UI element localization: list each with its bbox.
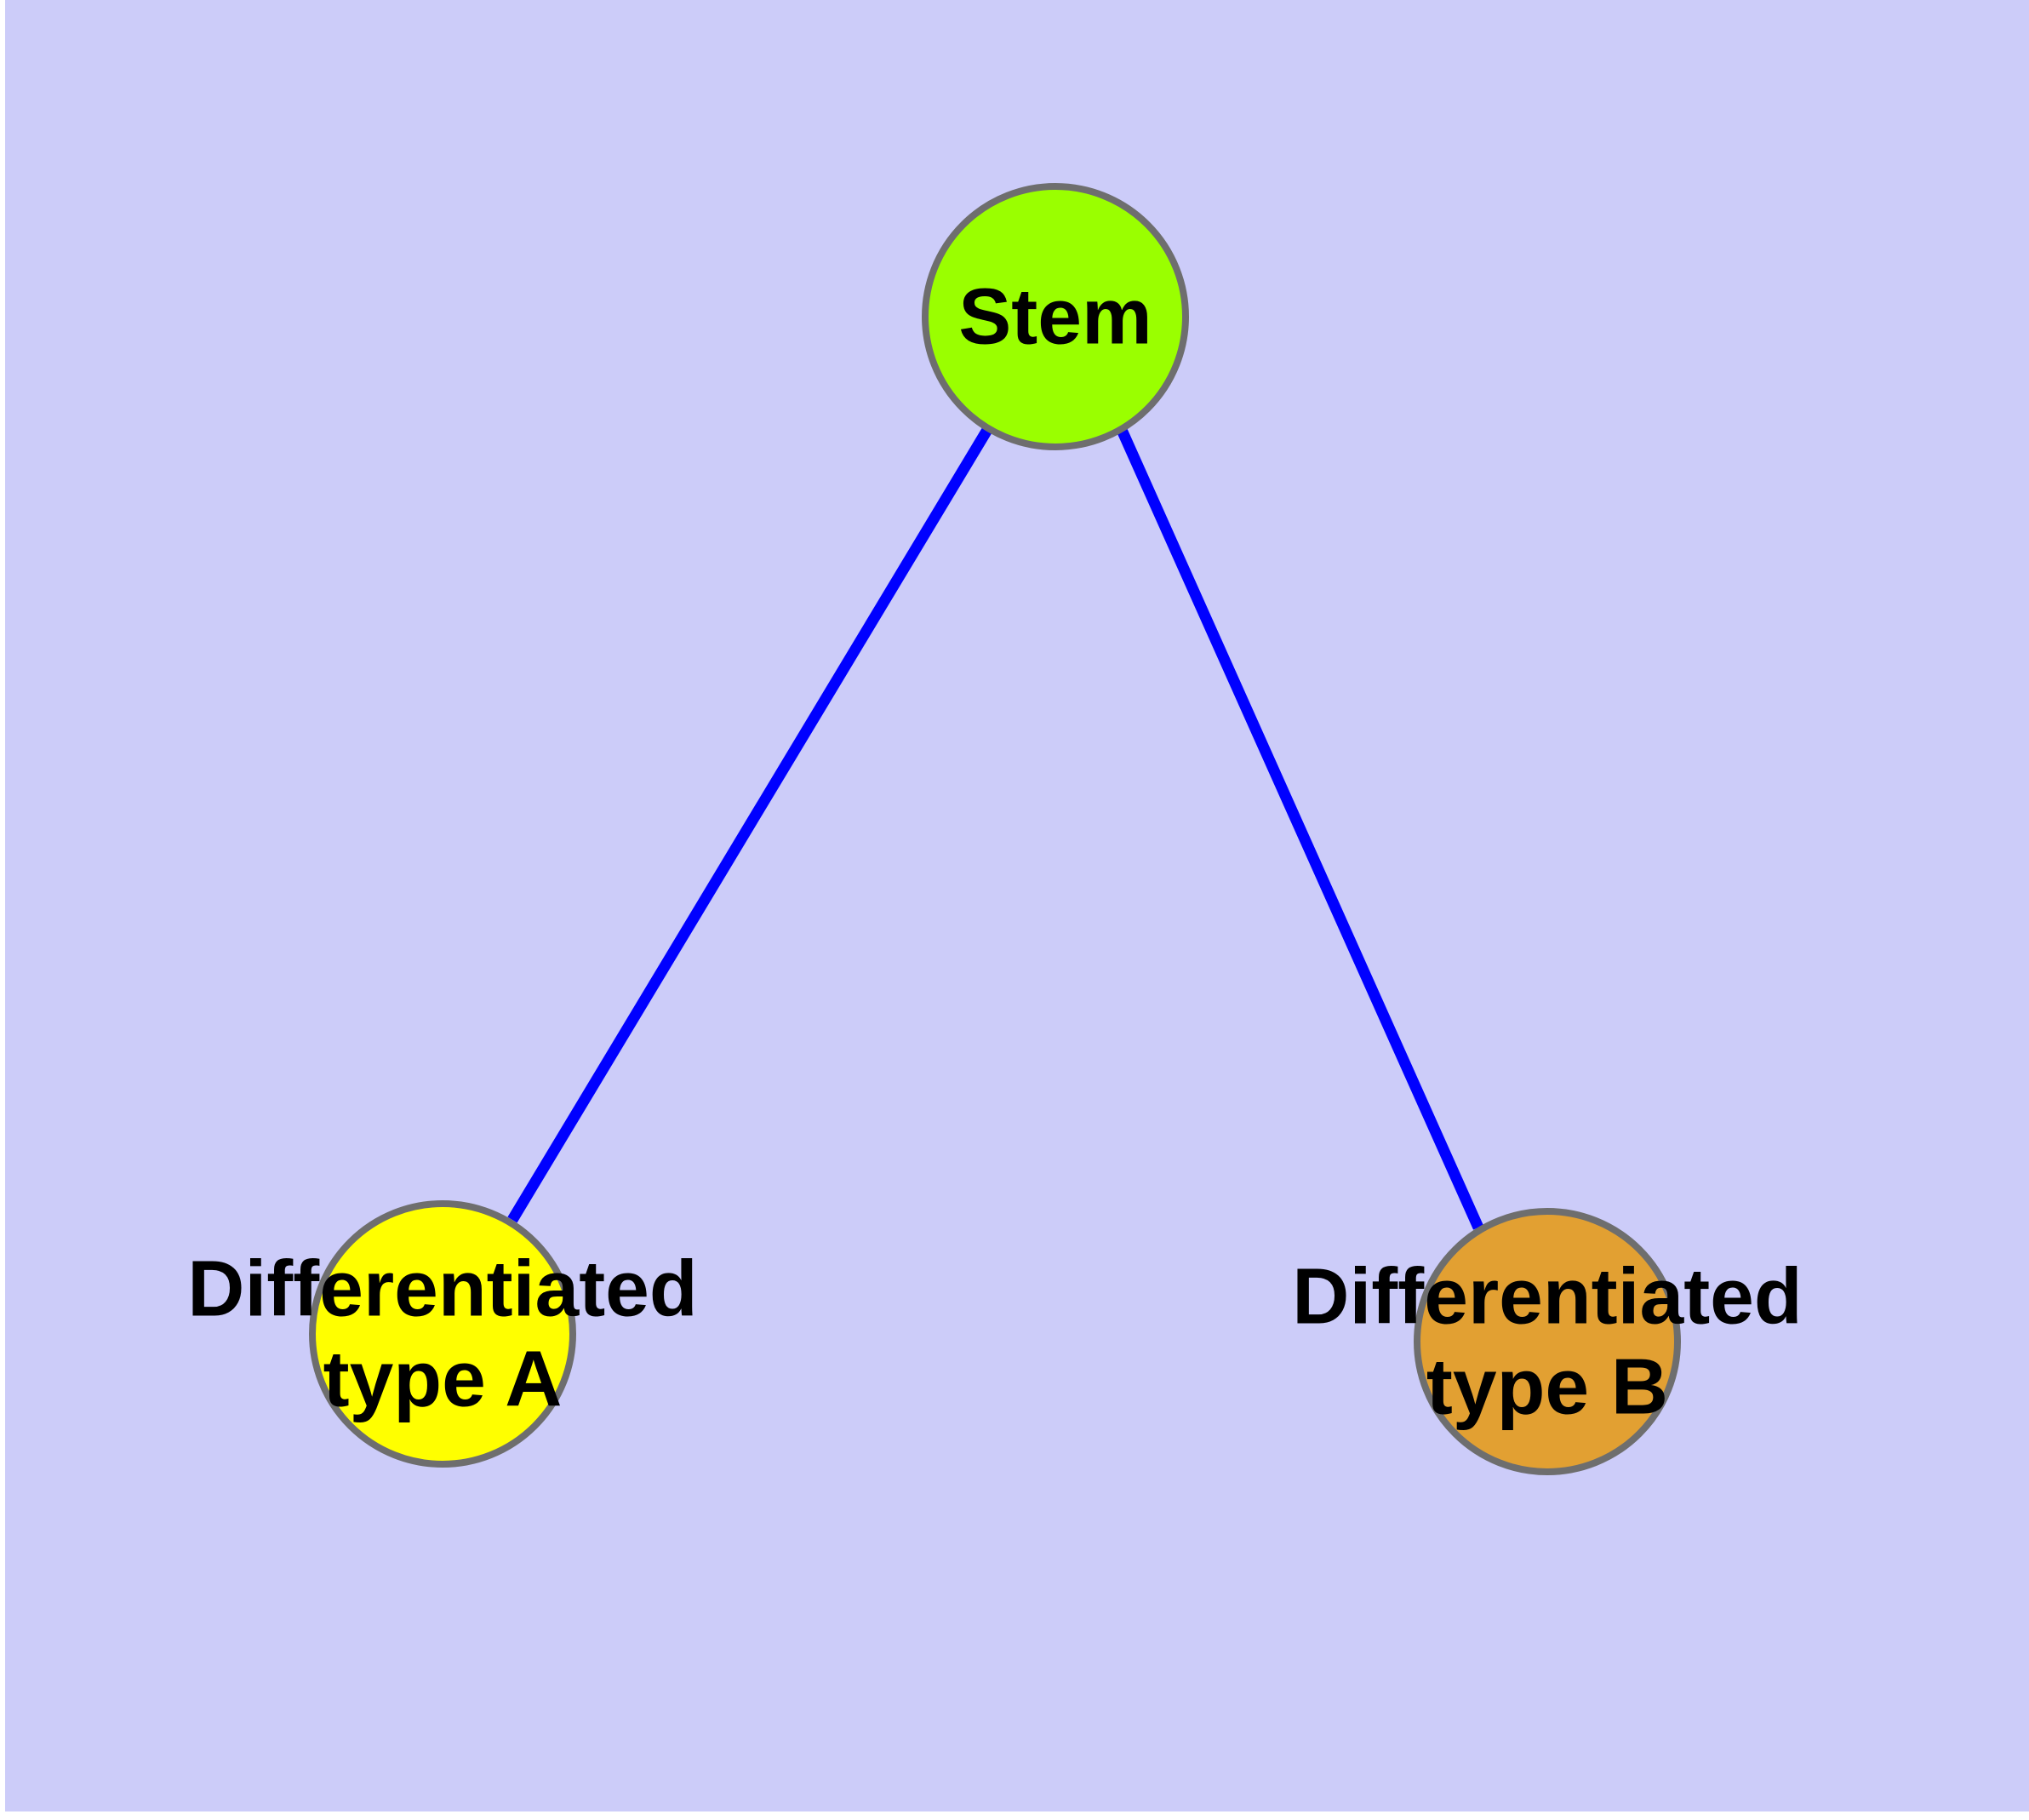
label-line: Differentiated xyxy=(187,1245,697,1333)
edge-layer xyxy=(507,426,1483,1230)
label-line: type B xyxy=(1426,1342,1668,1431)
node-stem-label: Stem xyxy=(958,272,1152,361)
node-diff-a-circle[interactable] xyxy=(309,1200,576,1468)
label-line: Stem xyxy=(958,272,1152,361)
node-layer xyxy=(309,183,1681,1475)
edge-stem-to-diff-a[interactable] xyxy=(507,426,992,1223)
node-stem-circle[interactable] xyxy=(922,183,1189,450)
node-diff-b-circle[interactable] xyxy=(1414,1208,1681,1475)
edge-stem-to-diff-b[interactable] xyxy=(1117,427,1483,1230)
label-line: Differentiated xyxy=(1292,1252,1802,1341)
label-line: type A xyxy=(323,1335,563,1423)
